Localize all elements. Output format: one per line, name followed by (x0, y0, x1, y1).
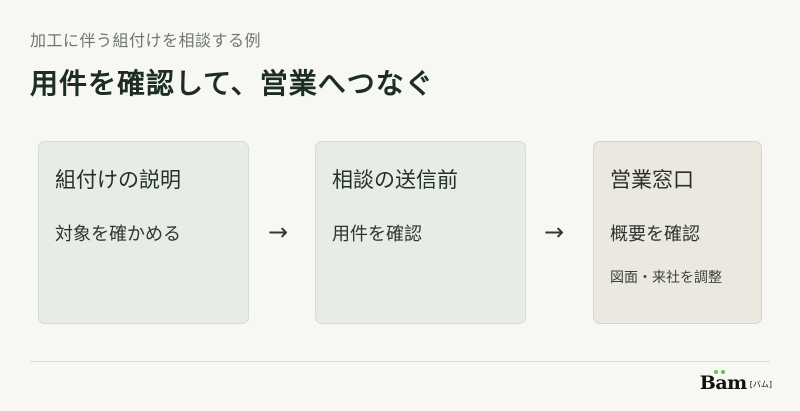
right-arrow-icon: → (268, 218, 289, 246)
step-text: 概要を確認 (610, 224, 700, 245)
step-card-before-send: 相談の送信前 用件を確認 (315, 141, 526, 324)
subtitle: 加工に伴う組付けを相談する例 (30, 31, 262, 50)
step-title: 相談の送信前 (332, 168, 458, 192)
step-note: 図面・来社を調整 (610, 270, 722, 286)
divider (30, 361, 770, 362)
right-arrow-icon: → (544, 218, 565, 246)
step-card-sales-desk: 営業窓口 概要を確認 図面・来社を調整 (593, 141, 762, 324)
step-card-explanation: 組付けの説明 対象を確かめる (38, 141, 249, 324)
step-title: 組付けの説明 (55, 168, 181, 192)
brand-logo: Bam [バム] (699, 370, 772, 394)
step-title: 営業窓口 (610, 168, 694, 192)
step-text: 用件を確認 (332, 224, 422, 245)
page-title: 用件を確認して、営業へつなぐ (30, 67, 434, 100)
logo-subtext: [バム] (749, 380, 772, 389)
logo-word: Bam (699, 370, 747, 394)
logo-dots-icon (713, 370, 725, 374)
step-text: 対象を確かめる (55, 224, 181, 245)
